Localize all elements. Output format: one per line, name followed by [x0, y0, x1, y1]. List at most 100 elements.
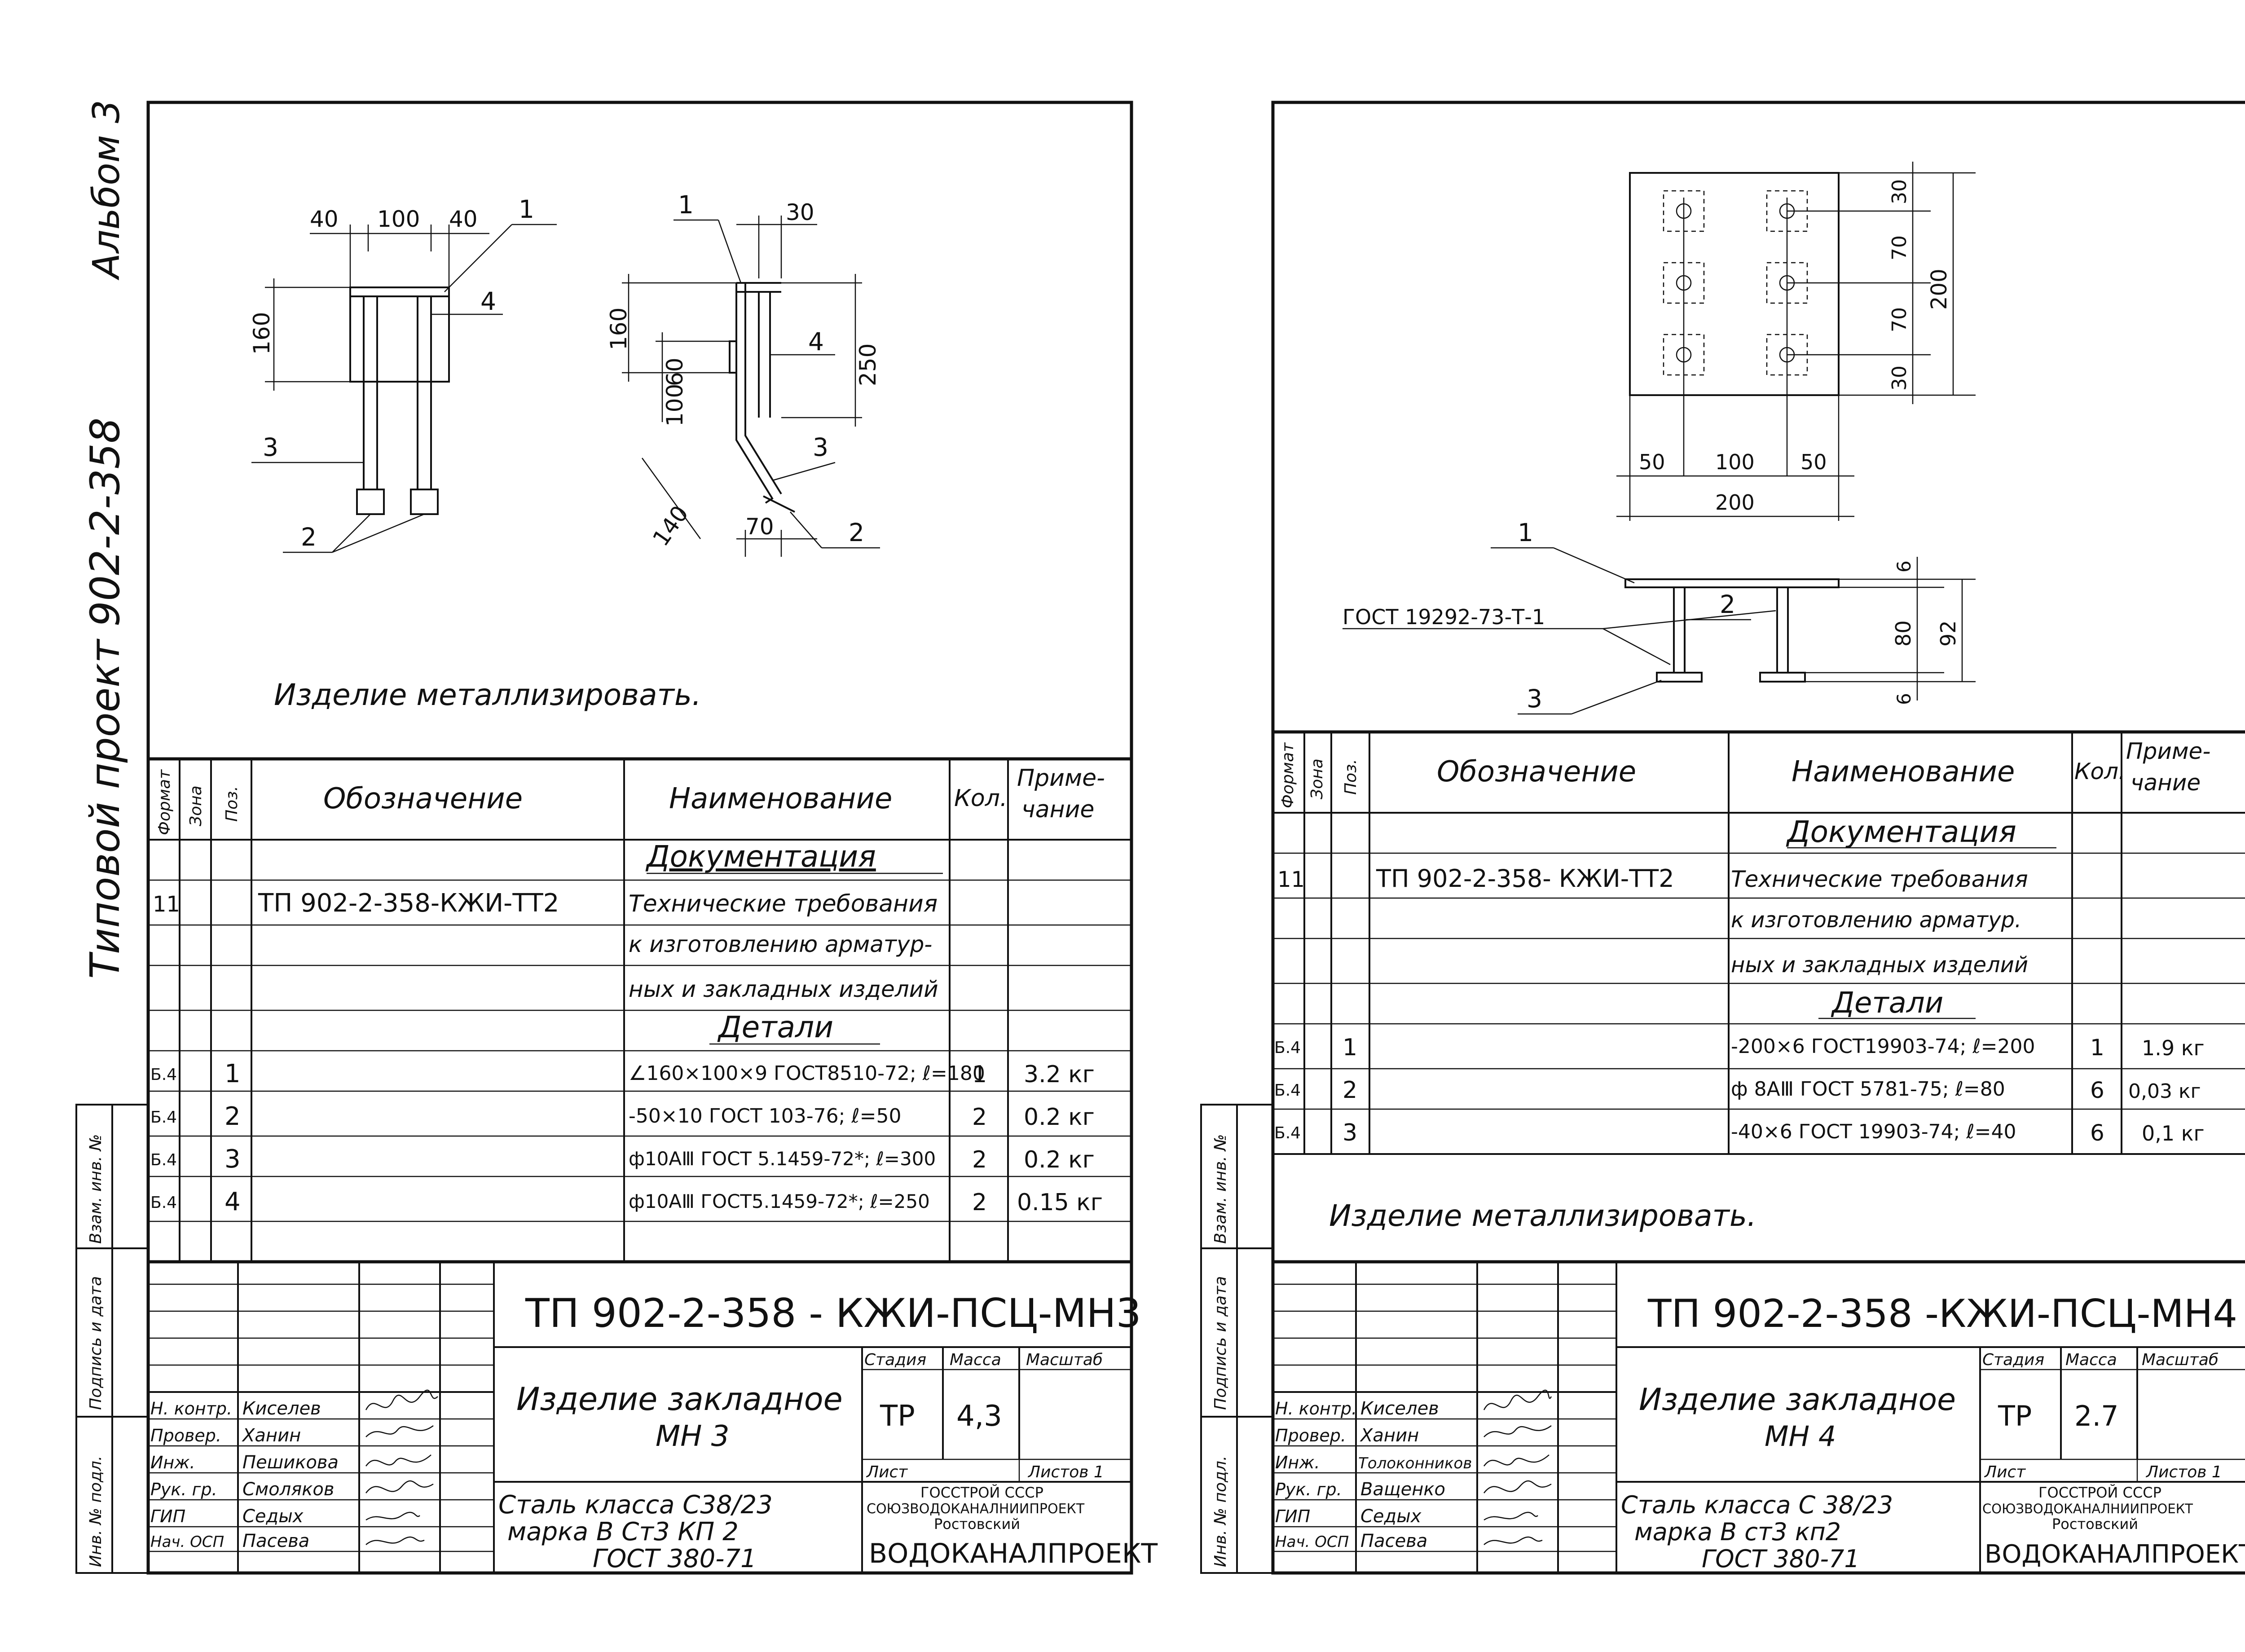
s2-r2-poz: 2: [1343, 1077, 1357, 1104]
sheet-1: Взам. инв. № Подпись и дата Инв. № подл.…: [75, 101, 1158, 1575]
s2-hdr-prim-1: Приме-: [2126, 738, 2210, 764]
s2-note: Изделие металлизировать.: [1329, 1198, 1756, 1233]
s2-dim-50a: 50: [1639, 450, 1665, 474]
s1-dim-2: 100: [377, 206, 420, 232]
s1-dim-5: 160: [606, 308, 632, 350]
s2-role-2: Провер.: [1275, 1426, 1346, 1445]
s1-stage-label: Стадия: [864, 1351, 926, 1369]
sheet-1-title-block: ТП 902-2-358 - КЖИ-ПСЦ-МН3 Изделие закла…: [148, 1260, 1158, 1573]
s2-scale-label: Масштаб: [2142, 1351, 2219, 1369]
s1-callout-2b: 2: [849, 518, 864, 547]
s2-doc-name-1: Технические требования: [1731, 866, 2028, 892]
s1-r1-format: Б.4: [150, 1066, 177, 1084]
sheet-1-side-view: 160 60 100 250 30 140 70 1 4 3: [606, 190, 881, 557]
s2-callout-3: 3: [1527, 684, 1542, 713]
s2-material-1: Сталь класса С 38/23: [1621, 1491, 1893, 1519]
sheet-1-front-view: 40 100 40 160 1 4 3 2: [249, 195, 557, 553]
s1-r3-name: ф10АⅢ ГОСТ 5.1459-72*; ℓ=300: [629, 1148, 936, 1170]
s1-role-6: Нач. ОСП: [150, 1533, 224, 1551]
s2-name-6: Пасева: [1360, 1531, 1427, 1551]
s2-signatures: [1483, 1389, 1552, 1545]
s1-r4-note: 0.15 кг: [1017, 1189, 1103, 1216]
s1-name-1: Киселев: [242, 1398, 321, 1419]
s2-doc-name-3: ных и закладных изделий: [1731, 952, 2028, 978]
s1-dim-1: 40: [310, 206, 339, 232]
s1-dim-6: 60: [662, 357, 688, 386]
s2-mass-label: Масса: [2065, 1351, 2117, 1369]
s1-dim-7: 100: [662, 384, 688, 427]
s2-hdr-prim-2: чание: [2131, 770, 2201, 796]
s1-org-3: Ростовский: [934, 1515, 1020, 1533]
s1-r1-poz: 1: [224, 1059, 241, 1088]
s2-material-3: ГОСТ 380-71: [1702, 1545, 1860, 1573]
s1-section-parts: Детали: [717, 1010, 833, 1044]
s2-r2-format: Б.4: [1274, 1081, 1301, 1100]
s1-r2-qty: 2: [972, 1104, 987, 1131]
s1-role-2: Провер.: [150, 1426, 221, 1445]
s1-r4-name: ф10АⅢ ГОСТ5.1459-72*; ℓ=250: [629, 1190, 930, 1212]
s1-hdr-zona: Зона: [187, 785, 205, 826]
s2-title-1: Изделие закладное: [1639, 1382, 1956, 1418]
s2-org-3: Ростовский: [2052, 1515, 2138, 1533]
s2-role-4: Рук. гр.: [1275, 1480, 1342, 1499]
s1-r4-format: Б.4: [150, 1194, 177, 1212]
s1-spec-row-2: Б.4 2 -50×10 ГОСТ 103-76; ℓ=50 2 0.2 кг: [150, 1102, 1095, 1131]
s1-org-2: СОЮЗВОДОКАНАЛНИИПРОЕКТ: [867, 1501, 1085, 1517]
s1-org-1: ГОССТРОЙ СССР: [920, 1484, 1043, 1501]
s2-name-3: Толоконников: [1358, 1454, 1472, 1472]
s2-dim-92: 92: [1936, 620, 1960, 647]
s2-org-1: ГОССТРОЙ СССР: [2038, 1484, 2161, 1501]
s1-scale-label: Масштаб: [1026, 1351, 1103, 1369]
s2-dim-6b: 6: [1893, 693, 1915, 705]
s1-hdr-poz: Поз.: [223, 786, 241, 822]
s2-hdr-naim: Наименование: [1792, 755, 2015, 789]
s1-dim-10: 140: [647, 501, 693, 551]
s2-hdr-kol: Кол.: [2074, 758, 2126, 784]
s1-r1-name: ∠160×100×9 ГОСТ8510-72; ℓ=180: [629, 1062, 985, 1085]
s2-doc-name-2: к изготовлению арматур.: [1731, 907, 2021, 933]
s2-hdr-oboz: Обозначение: [1437, 755, 1636, 789]
s1-callout-2: 2: [301, 523, 317, 551]
s1-section-docs: Документация: [645, 839, 876, 874]
s2-dim-50b: 50: [1800, 450, 1827, 474]
s1-dim-9: 30: [786, 199, 814, 225]
s2-role-3: Инж.: [1275, 1453, 1320, 1472]
s1-title-1: Изделие закладное: [516, 1381, 843, 1418]
s1-name-5: Седых: [242, 1506, 304, 1527]
s2-doc-designation: ТП 902-2-358- КЖИ-ТТ2: [1376, 864, 1674, 893]
sheet-1-spec-table: Формат Зона Поз. Обозначение Наименовани…: [148, 757, 1131, 1263]
s2-stage-label: Стадия: [1982, 1351, 2044, 1369]
s1-dim-8: 250: [855, 344, 881, 386]
s2-hdr-zona: Зона: [1308, 758, 1326, 799]
s2-r3-name: -40×6 ГОСТ 19903-74; ℓ=40: [1731, 1120, 2016, 1143]
s2-material-2: марка В ст3 кп2: [1634, 1518, 1841, 1546]
s2-r3-poz: 3: [1343, 1119, 1357, 1146]
s2-section-docs: Документация: [1786, 815, 2016, 849]
s2-r2-name: ф 8АⅢ ГОСТ 5781-75; ℓ=80: [1731, 1078, 2005, 1101]
s2-org-4: ВОДОКАНАЛПРОЕКТ: [1985, 1540, 2245, 1569]
s2-gost-label: ГОСТ 19292-73-Т-1: [1343, 605, 1545, 629]
s1-spec-row-1: Б.4 1 ∠160×100×9 ГОСТ8510-72; ℓ=180 1 3.…: [150, 1059, 1095, 1088]
s1-hdr-prim-1: Приме-: [1017, 765, 1105, 792]
s2-r2-qty: 6: [2090, 1077, 2104, 1103]
s1-doc-format: 11: [153, 892, 180, 917]
s1-doc-name-2: к изготовлению арматур-: [629, 931, 932, 957]
s2-side-stamp-inv: Инв. № подл.: [1211, 1456, 1230, 1567]
s2-org-2: СОЮЗВОДОКАНАЛНИИПРОЕКТ: [1982, 1501, 2193, 1516]
s2-r1-note: 1.9 кг: [2142, 1036, 2205, 1060]
s1-spec-row-4: Б.4 4 ф10АⅢ ГОСТ5.1459-72*; ℓ=250 2 0.15…: [150, 1187, 1103, 1216]
s1-r4-qty: 2: [972, 1189, 987, 1216]
s2-dim-6a: 6: [1893, 560, 1915, 573]
s2-dim-70b: 70: [1888, 307, 1911, 332]
s1-role-4: Рук. гр.: [150, 1480, 217, 1499]
s2-hdr-format: Формат: [1279, 742, 1297, 808]
s1-callout-3b: 3: [813, 433, 828, 462]
s2-side-stamp-vzam: Взам. инв. №: [1211, 1134, 1230, 1244]
s2-callout-2: 2: [1720, 590, 1735, 619]
s2-r3-format: Б.4: [1274, 1124, 1301, 1142]
sheet-2-plan-view: 50 100 50 200 30 70 70 30 200: [1616, 162, 1976, 521]
side-stamp-podpis: Подпись и дата: [87, 1276, 105, 1410]
left-margin-labels: Альбом 3 Типовой проект 902-2-358: [82, 100, 129, 979]
